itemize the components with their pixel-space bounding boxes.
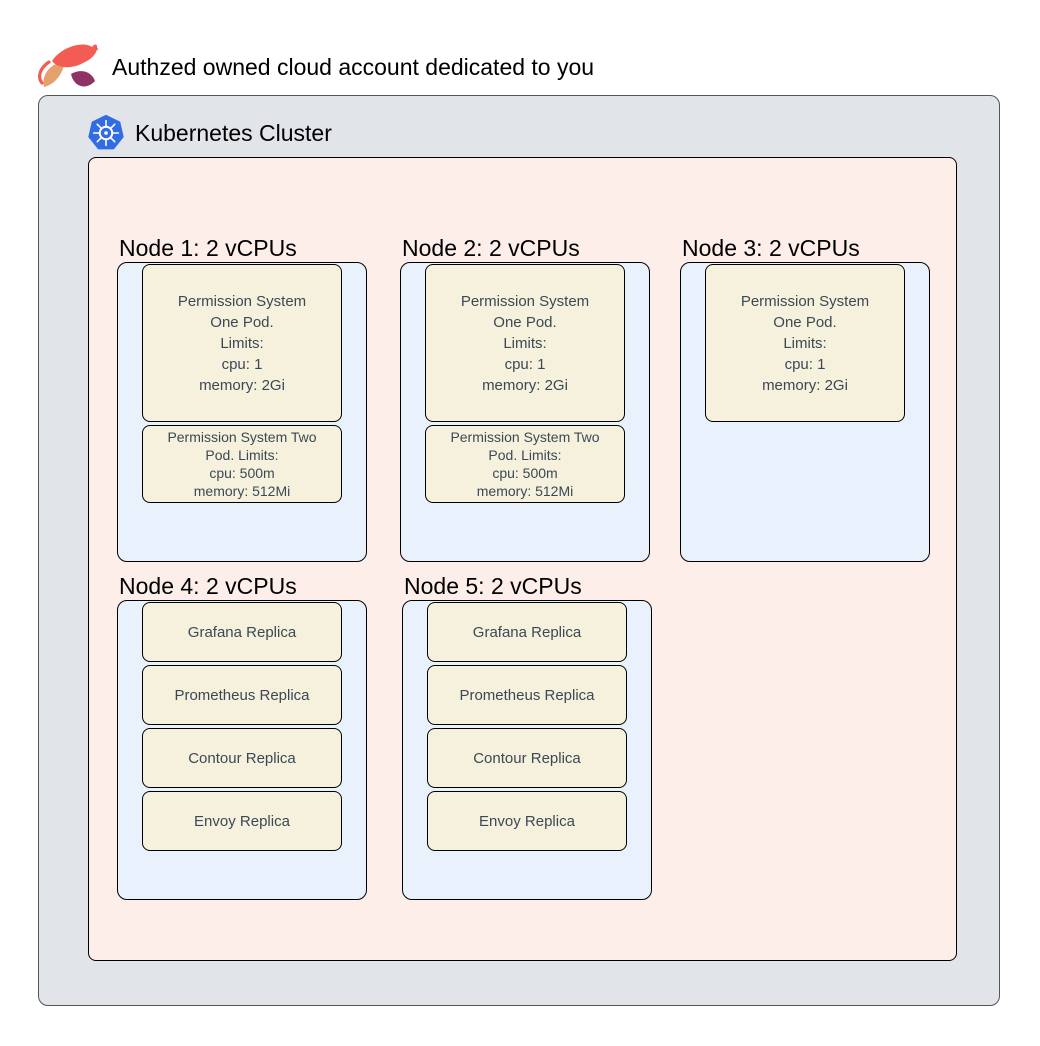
pod-permission-system-two: Permission System Two Pod. Limits: cpu: … (425, 425, 625, 503)
pod-envoy-replica: Envoy Replica (427, 791, 627, 851)
pod-permission-system-one: Permission System One Pod. Limits: cpu: … (425, 264, 625, 422)
node-4-label: Node 4: 2 vCPUs (119, 573, 297, 599)
node-3-box: Permission System One Pod. Limits: cpu: … (680, 262, 930, 562)
node-3: Node 3: 2 vCPUs Permission System One Po… (680, 235, 930, 562)
node-1-box: Permission System One Pod. Limits: cpu: … (117, 262, 367, 562)
node-4-box: Grafana Replica Prometheus Replica Conto… (117, 600, 367, 900)
diagram-title: Authzed owned cloud account dedicated to… (112, 53, 595, 80)
diagram-header: Authzed owned cloud account dedicated to… (36, 40, 594, 94)
cluster-box: Node 1: 2 vCPUs Permission System One Po… (88, 157, 957, 961)
pod-permission-system-two: Permission System Two Pod. Limits: cpu: … (142, 425, 342, 503)
node-2-box: Permission System One Pod. Limits: cpu: … (400, 262, 650, 562)
node-1: Node 1: 2 vCPUs Permission System One Po… (117, 235, 367, 562)
node-4: Node 4: 2 vCPUs Grafana Replica Promethe… (117, 573, 367, 900)
pod-envoy-replica: Envoy Replica (142, 791, 342, 851)
pod-prometheus-replica: Prometheus Replica (427, 665, 627, 725)
cluster-header: Kubernetes Cluster (87, 112, 332, 154)
node-5: Node 5: 2 vCPUs Grafana Replica Promethe… (402, 573, 652, 900)
kubernetes-logo-icon (88, 114, 124, 150)
pod-permission-system-one: Permission System One Pod. Limits: cpu: … (705, 264, 905, 422)
pod-contour-replica: Contour Replica (427, 728, 627, 788)
node-2-label: Node 2: 2 vCPUs (402, 235, 580, 261)
node-5-label: Node 5: 2 vCPUs (404, 573, 582, 599)
pod-prometheus-replica: Prometheus Replica (142, 665, 342, 725)
pod-grafana-replica: Grafana Replica (142, 602, 342, 662)
pod-permission-system-one: Permission System One Pod. Limits: cpu: … (142, 264, 342, 422)
node-3-label: Node 3: 2 vCPUs (682, 235, 860, 261)
pod-grafana-replica: Grafana Replica (427, 602, 627, 662)
pod-contour-replica: Contour Replica (142, 728, 342, 788)
authzed-logo-icon (38, 44, 98, 87)
node-1-label: Node 1: 2 vCPUs (119, 235, 297, 261)
cloud-account-box: Kubernetes Cluster Node 1: 2 vCPUs Permi… (38, 95, 1000, 1006)
node-5-box: Grafana Replica Prometheus Replica Conto… (402, 600, 652, 900)
cluster-title: Kubernetes Cluster (135, 119, 332, 146)
node-2: Node 2: 2 vCPUs Permission System One Po… (400, 235, 650, 562)
